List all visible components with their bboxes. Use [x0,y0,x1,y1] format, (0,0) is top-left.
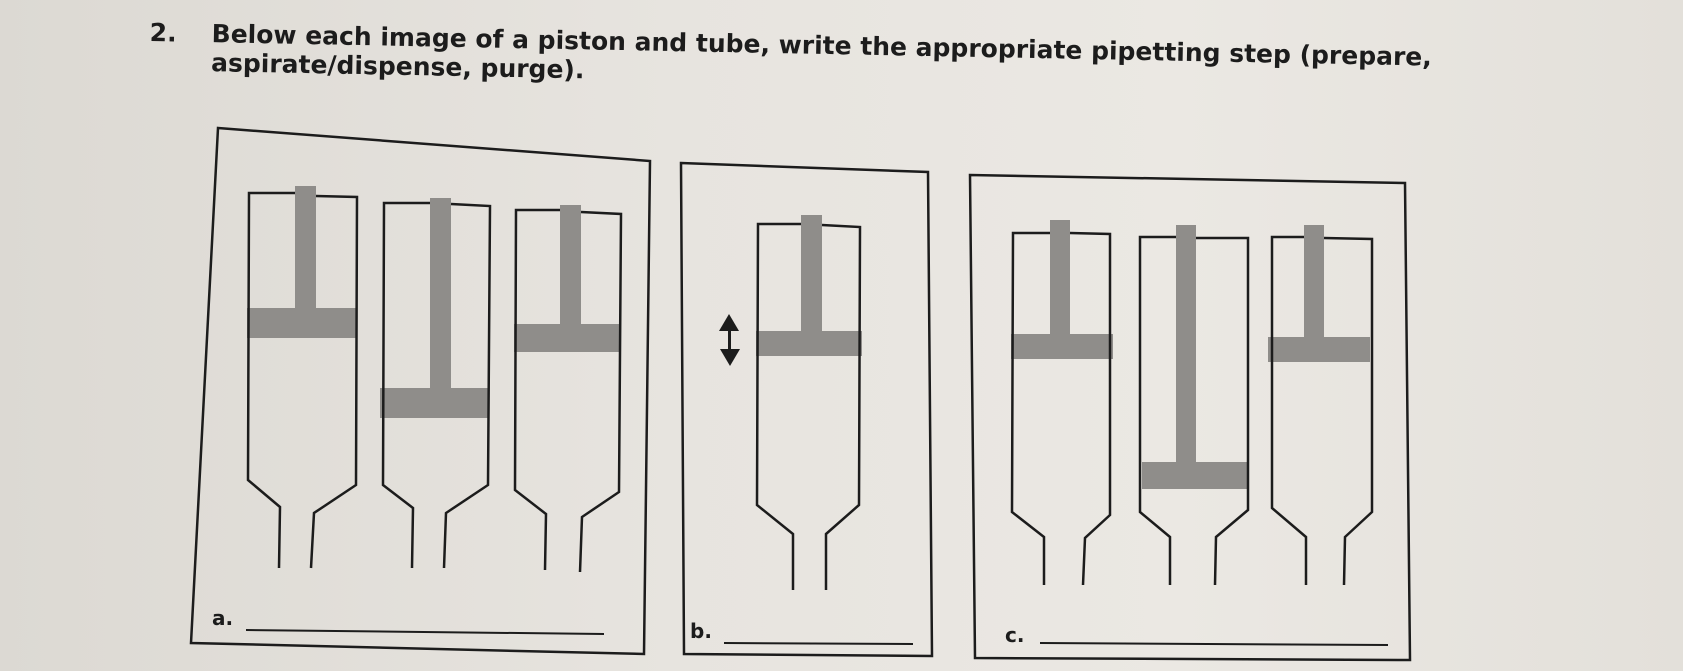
tube-outline [246,191,359,569]
tube-outline [381,201,492,569]
piston-rod [1176,225,1196,462]
tube-c2 [1138,225,1250,586]
piston-head [514,324,620,352]
panel-a-frame [189,126,652,656]
up-down-arrow-icon [719,314,740,366]
tube-outline [1138,235,1250,586]
piston-rod [1304,225,1324,337]
tube-c1 [1010,220,1113,586]
tube-a1 [246,186,359,569]
piston-rod [1050,220,1070,335]
piston-head [756,331,862,356]
tube-a2 [380,198,492,569]
tube-outline [755,222,862,590]
panel-a: a. [189,126,652,656]
panel-c: c. [968,173,1412,662]
tube-outline [1270,235,1374,586]
piston-rod [430,198,451,388]
tube-b1 [755,215,862,590]
panel-b: b. [679,161,934,658]
panel-c-frame [968,173,1412,662]
tube-outline [1010,231,1112,586]
answer-label-c: c. [1005,623,1024,647]
piston-head [380,388,488,418]
piston-rod [801,215,822,332]
answer-blank-b[interactable] [723,642,914,645]
panel-b-frame [679,161,934,658]
piston-rod [560,205,581,325]
piston-head [1011,334,1113,359]
tube-outline [513,208,623,573]
answer-blank-c[interactable] [1039,642,1389,646]
answer-blank-a[interactable] [245,629,605,635]
piston-head [1268,337,1370,362]
answer-label-b: b. [690,619,712,643]
piston-head [247,308,357,338]
piston-head [1142,462,1248,489]
tube-a3 [513,205,623,573]
piston-rod [295,186,316,308]
tube-c3 [1268,225,1374,586]
answer-label-a: a. [212,606,233,630]
